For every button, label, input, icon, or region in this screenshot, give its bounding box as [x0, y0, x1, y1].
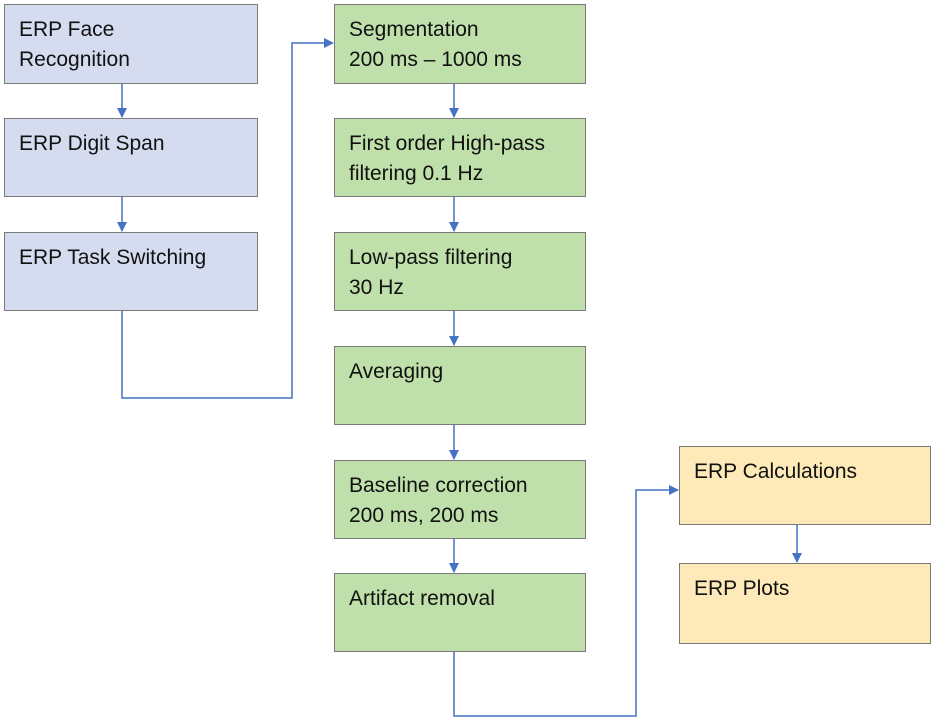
box-label-line1: Artifact removal — [349, 587, 495, 610]
box-segmentation: Segmentation 200 ms – 1000 ms — [334, 4, 586, 84]
box-artifact-removal: Artifact removal — [334, 573, 586, 652]
box-label-line1: Baseline correction — [349, 474, 528, 497]
box-label-line2: 200 ms, 200 ms — [349, 504, 499, 527]
box-averaging: Averaging — [334, 346, 586, 425]
box-erp-task-switching: ERP Task Switching — [4, 232, 258, 311]
box-label-line1: Low-pass filtering — [349, 246, 513, 269]
box-label-line2: 30 Hz — [349, 276, 404, 299]
box-label-line2: filtering 0.1 Hz — [349, 162, 484, 185]
connector-task-to-segmentation — [121, 38, 334, 399]
box-label-line1: Segmentation — [349, 18, 479, 41]
box-label-line1: ERP Digit Span — [19, 132, 165, 155]
box-label-line1: ERP Face — [19, 18, 115, 41]
box-label-line1: Averaging — [349, 360, 444, 383]
box-low-pass-filtering: Low-pass filtering 30 Hz — [334, 232, 586, 311]
box-baseline-correction: Baseline correction 200 ms, 200 ms — [334, 460, 586, 539]
box-label-line1: ERP Task Switching — [19, 246, 207, 269]
box-erp-calculations: ERP Calculations — [679, 446, 931, 525]
box-label-line1: ERP Calculations — [694, 460, 858, 483]
box-erp-plots: ERP Plots — [679, 563, 931, 644]
box-erp-face-recognition: ERP Face Recognition — [4, 4, 258, 84]
box-label-line1: First order High-pass — [349, 132, 546, 155]
box-label-line1: ERP Plots — [694, 577, 790, 600]
box-erp-digit-span: ERP Digit Span — [4, 118, 258, 197]
box-label-line2: 200 ms – 1000 ms — [349, 48, 522, 71]
connector-artifact-to-calculations — [453, 485, 679, 717]
box-high-pass-filtering: First order High-pass filtering 0.1 Hz — [334, 118, 586, 197]
box-label-line2: Recognition — [19, 48, 130, 71]
